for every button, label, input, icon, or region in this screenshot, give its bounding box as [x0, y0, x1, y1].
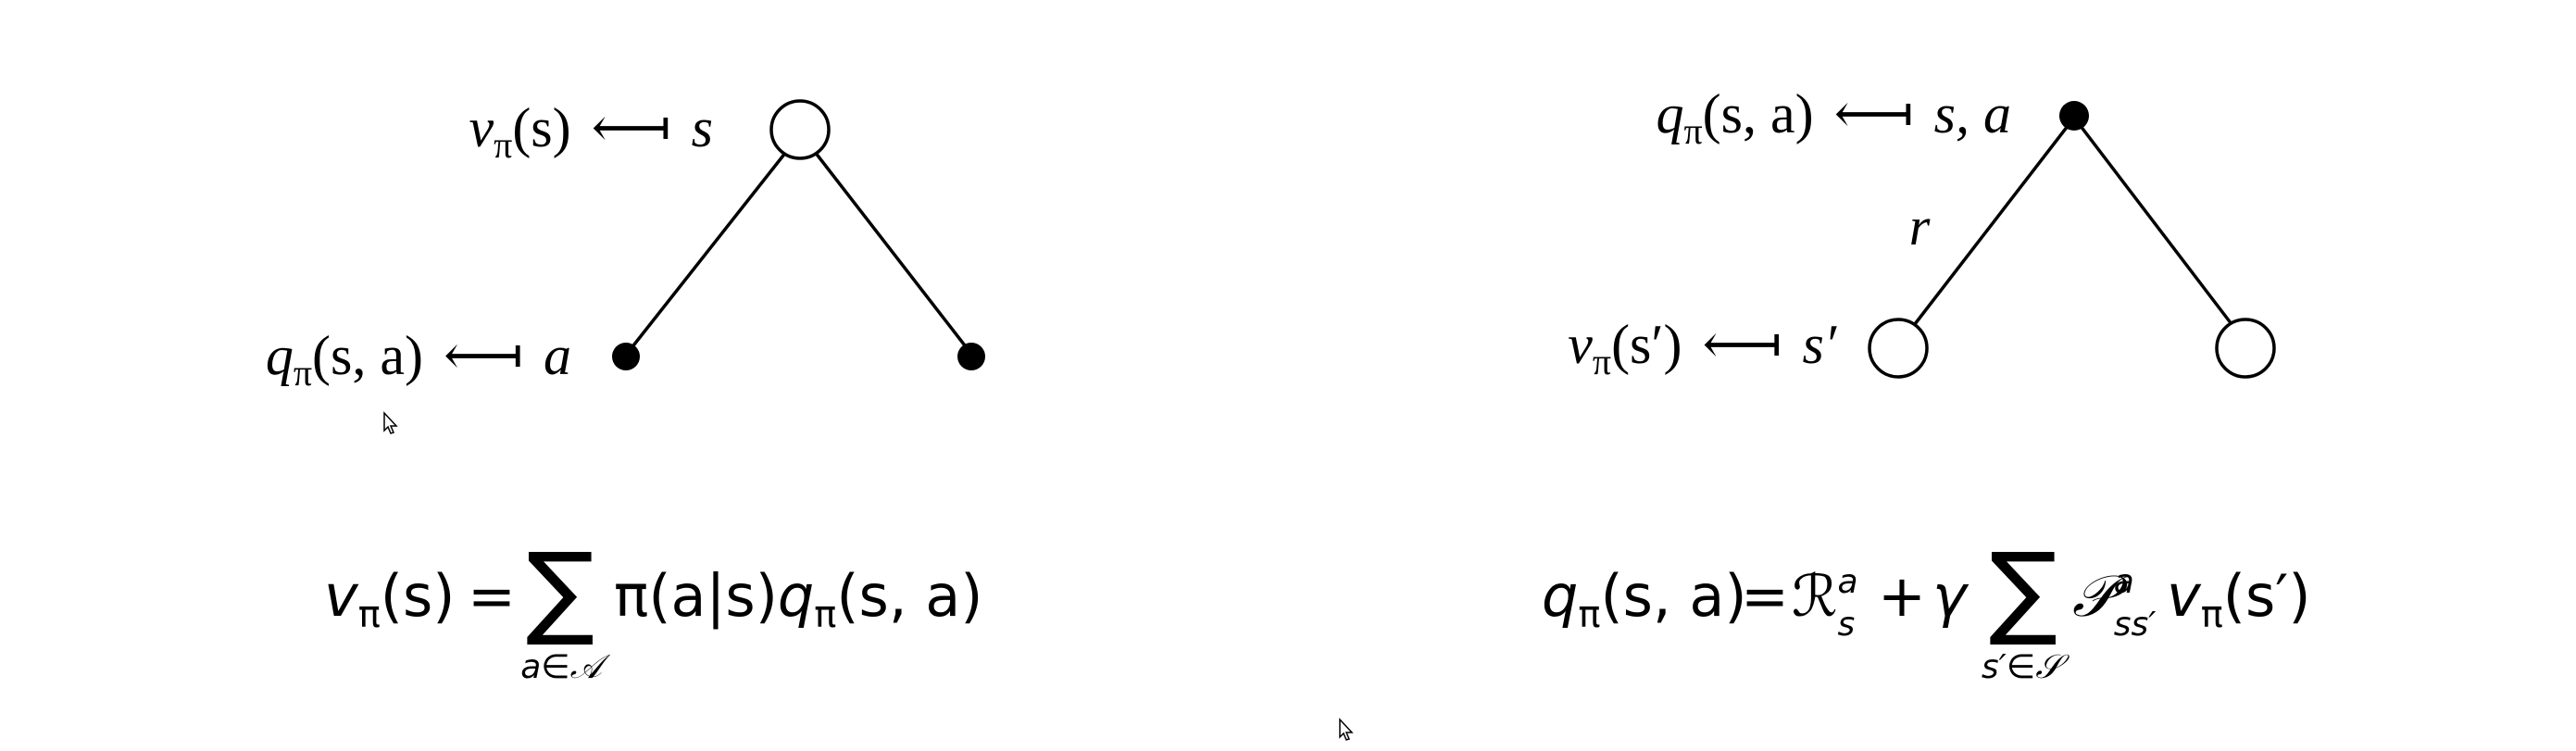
left-eq-equals: = [468, 562, 516, 630]
right-child-label: vπ(s′)⟻s′ [1568, 314, 1837, 382]
left-edge-1 [629, 150, 788, 351]
reward-edge-label: r [1909, 196, 1931, 257]
right-eq-value: vπ(s′) [2167, 562, 2311, 636]
left-edge-2 [813, 150, 969, 351]
left-child-label: qπ(s, a)⟻a [266, 325, 571, 394]
left-backup-tree: vπ(s)⟻s qπ(s, a)⟻a [266, 97, 985, 394]
right-eq-sum: ∑ [1989, 531, 2057, 649]
left-eq-sum-subscript: a∈𝒜 [520, 648, 610, 686]
right-root-action-node [2059, 101, 2089, 131]
right-eq-lhs: qπ(s, a) [1542, 562, 1747, 636]
left-root-label: vπ(s)⟻s [469, 97, 713, 166]
right-backup-tree: qπ(s, a)⟻s, a r vπ(s′)⟻s′ [1568, 83, 2276, 382]
bellman-expectation-v-equation: vπ(s) = ∑ a∈𝒜 π(a|s)qπ(s, a) [324, 531, 982, 686]
left-eq-policy: π(a|s)qπ(s, a) [614, 562, 982, 636]
mouse-cursor-icon [1339, 718, 1354, 741]
left-action-node-1 [612, 343, 640, 370]
right-root-label: qπ(s, a)⟻s, a [1656, 83, 2011, 152]
mouse-cursor-icon [383, 411, 398, 434]
left-eq-lhs: vπ(s) [324, 562, 455, 636]
right-eq-gamma: γ [1932, 562, 1970, 630]
left-action-node-2 [957, 343, 985, 370]
right-state-node-2 [2215, 318, 2276, 379]
left-eq-sum: ∑ [526, 531, 594, 649]
right-eq-equals: = [1741, 562, 1789, 630]
left-root-state-node [769, 99, 831, 160]
right-edge-1 [1913, 116, 2076, 326]
right-state-node-1 [1868, 318, 1929, 379]
right-eq-sum-subscript: s′∈𝒮 [1982, 648, 2070, 686]
right-eq-plus: + [1878, 562, 1926, 630]
right-edge-2 [2072, 116, 2233, 326]
